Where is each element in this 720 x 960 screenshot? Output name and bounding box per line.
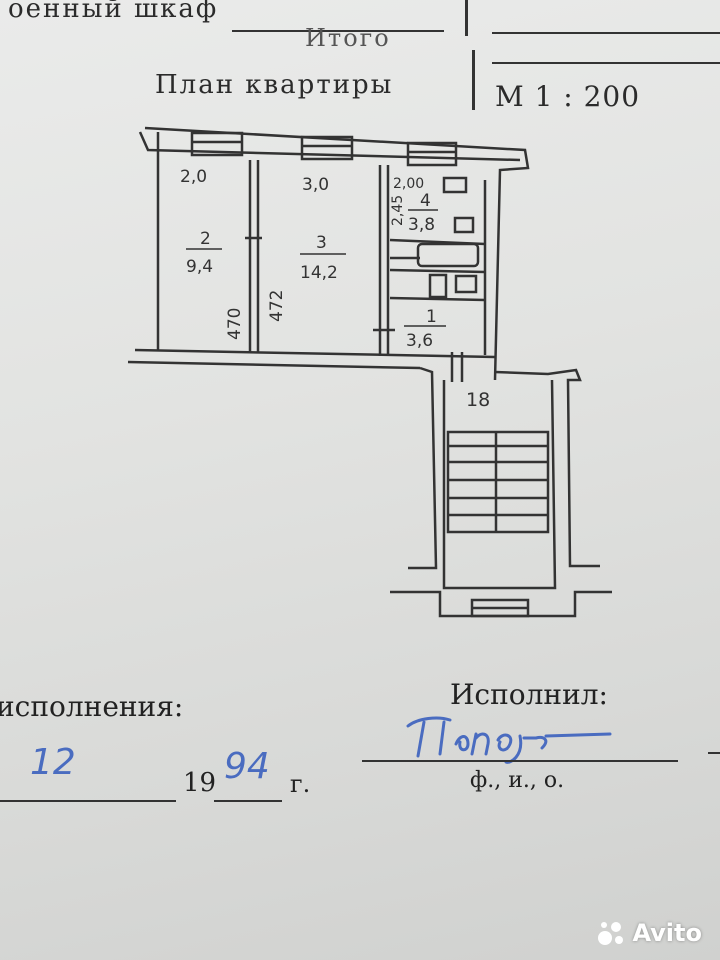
day-underline	[0, 800, 176, 802]
year-handwritten: 94	[224, 746, 270, 787]
fio-label: ф., и., о.	[470, 768, 565, 793]
room-3-length: 472	[267, 290, 287, 322]
room-2-number: 2	[200, 229, 211, 249]
year-underline	[214, 800, 282, 802]
avito-logo-icon	[598, 922, 624, 945]
itogo-label: Итого	[305, 24, 391, 52]
header-underline	[232, 30, 444, 32]
room-3-number: 3	[316, 233, 327, 253]
room-4-height: 2,00	[393, 176, 424, 192]
year-suffix: г.	[290, 770, 311, 798]
executor-underline	[362, 760, 678, 762]
header-underline-right	[492, 32, 720, 34]
stair-label: 18	[466, 389, 490, 411]
scale-top-rule	[492, 62, 720, 64]
execution-label: исполнения:	[0, 690, 184, 723]
watermark: Avito	[596, 918, 702, 948]
header-fragment: оенный шкаф	[8, 0, 219, 24]
room-1-area: 3,6	[406, 331, 433, 351]
avito-brand: Avito	[632, 919, 702, 947]
year-prefix: 19	[183, 768, 217, 798]
room-4-side: 2,45	[390, 195, 406, 226]
signature-image	[406, 716, 612, 764]
room-3-area: 14,2	[300, 263, 338, 283]
room-2-length: 470	[225, 308, 245, 340]
room-4-area: 3,8	[408, 215, 435, 235]
scale-label: М 1 : 200	[495, 80, 641, 113]
edge-mark	[708, 752, 720, 754]
header-divider-top	[465, 0, 468, 36]
room-3-height: 3,0	[302, 175, 329, 195]
room-2-area: 9,4	[186, 257, 213, 277]
executor-label: Исполнил:	[450, 678, 608, 711]
execution-day: 12	[30, 742, 76, 783]
room-1-number: 1	[426, 307, 437, 327]
plan-title: План квартиры	[155, 70, 394, 100]
room-4-number: 4	[420, 191, 431, 211]
header-divider	[472, 50, 475, 110]
room-2-height: 2,0	[180, 167, 207, 187]
